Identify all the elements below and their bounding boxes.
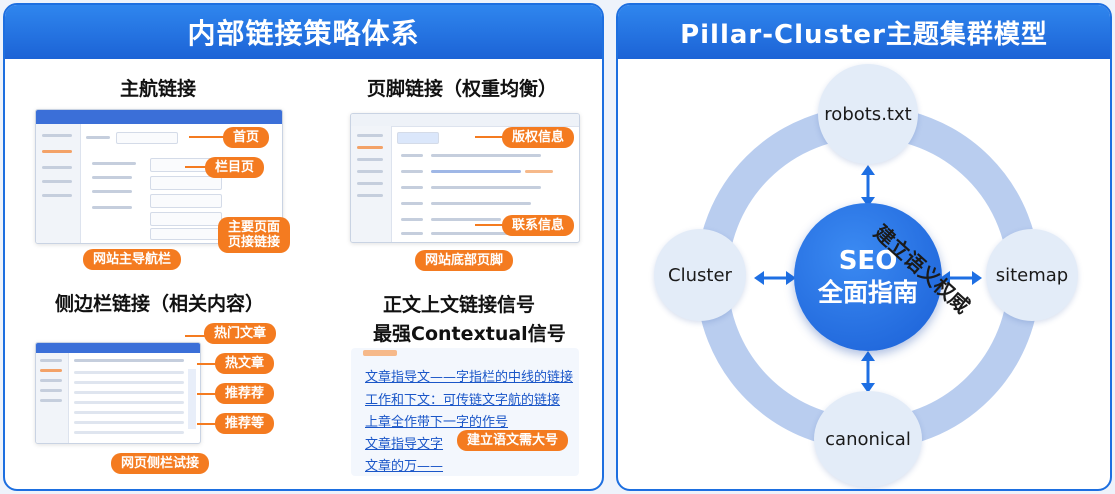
arrow-bottom [861, 351, 875, 393]
contextual-title-1: 正文上文链接信号 [383, 294, 536, 316]
tag-main-pages-line2: 页接链接 [228, 235, 281, 250]
tag-column-page: 栏目页 [205, 157, 265, 178]
tag-hot-articles: 热门文章 [204, 323, 277, 344]
contextual-line-2[interactable]: 工作和下文：可传链文字航的链接 [365, 393, 561, 408]
tag-recommend: 推荐荐 [215, 383, 275, 404]
sidebar-mockup [35, 342, 201, 444]
contextual-marker [363, 350, 397, 356]
sidebar-title: 侧边栏链接（相关内容） [55, 293, 265, 315]
node-sitemap: sitemap [986, 229, 1078, 321]
contextual-line-4[interactable]: 文章指导文字 [365, 437, 444, 452]
center-line-2: 全面指南 [817, 278, 918, 307]
arrow-left [754, 271, 796, 285]
left-panel: 内部链接策略体系 主航链接 首页 栏目页 主要页面 页接链接 网站主导航栏 页脚… [3, 3, 604, 491]
contextual-line-3[interactable]: 上章全作带下一字的作号 [365, 415, 509, 430]
contextual-box [351, 348, 579, 476]
tag-copyright: 版权信息 [502, 127, 575, 148]
main-nav-caption: 网站主导航栏 [83, 249, 182, 270]
node-canonical: canonical [814, 391, 922, 487]
contextual-title-2: 最强Contextual信号 [373, 323, 566, 345]
contextual-line-5[interactable]: 文章的万—— [365, 459, 444, 474]
right-panel: Pillar-Cluster主题集群模型 robots.txt Cluster … [616, 3, 1112, 491]
footer-title: 页脚链接（权重均衡） [367, 78, 558, 100]
tag-contact: 联系信息 [502, 215, 575, 236]
tag-main-pages: 主要页面 页接链接 [218, 217, 291, 253]
tag-hot: 热文章 [215, 353, 275, 374]
node-cluster: Cluster [654, 229, 746, 321]
contextual-tag: 建立语文需大号 [457, 430, 569, 451]
node-robots: robots.txt [818, 64, 918, 164]
tag-main-pages-line1: 主要页面 [228, 220, 281, 235]
center-line-1: SEO [838, 246, 898, 276]
contextual-line-1[interactable]: 文章指导文——字指栏的中线的链接 [365, 370, 574, 385]
footer-caption: 网站底部页脚 [415, 250, 514, 271]
right-panel-title: Pillar-Cluster主题集群模型 [618, 5, 1110, 59]
arrow-top [861, 165, 875, 207]
center-node: SEO 全面指南 [794, 203, 942, 351]
main-nav-title: 主航链接 [120, 78, 197, 100]
arrow-right [940, 271, 982, 285]
sidebar-caption: 网页侧栏试接 [111, 453, 210, 474]
tag-recommend-2: 推荐等 [215, 413, 275, 434]
tag-home: 首页 [223, 127, 270, 148]
left-panel-title: 内部链接策略体系 [5, 5, 602, 59]
